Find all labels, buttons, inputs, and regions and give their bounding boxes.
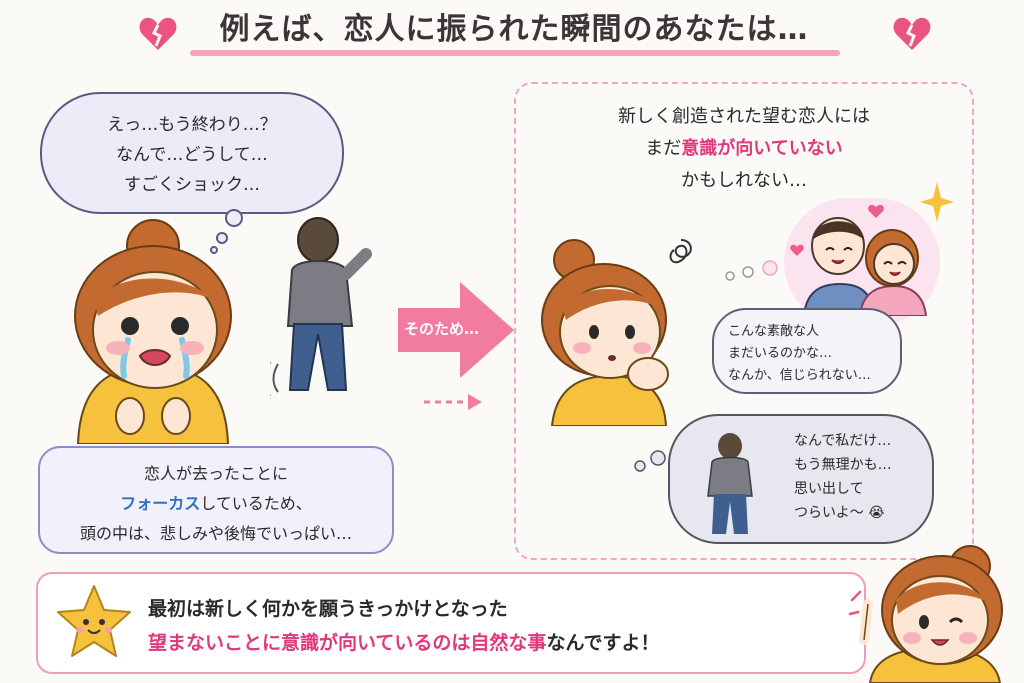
thought-dots xyxy=(725,260,778,281)
focus-line-3: 頭の中は、悲しみや後悔でいっぱい… xyxy=(79,524,352,543)
heart-icon xyxy=(868,204,884,218)
panel-head-line-2: まだ意識が向いていない xyxy=(516,134,972,160)
crying-girl-illustration xyxy=(74,219,232,444)
focus-line-2-rest: しているため、 xyxy=(200,494,312,513)
wonder-thought-bubble: こんな素敵な人 まだいるのかな… なんか、信じられない… xyxy=(712,308,902,394)
title-underline xyxy=(190,50,840,56)
wonder-line: こんな素敵な人 xyxy=(728,324,820,339)
conclusion-line-2-rest: なんですよ！ xyxy=(546,632,660,654)
thought-line: なんで…どうして… xyxy=(116,145,268,165)
happy-couple-illustration xyxy=(802,217,928,316)
dashed-arrow-icon xyxy=(424,394,482,410)
wonder-line: まだいるのかな… xyxy=(728,346,833,361)
lonely-line: 思い出して xyxy=(794,481,864,497)
panel-head-line-3: かもしれない… xyxy=(681,170,807,191)
winking-girl-illustration xyxy=(848,545,1003,683)
lonely-man-illustration xyxy=(707,433,753,534)
lonely-line: もう無理かも… xyxy=(794,457,892,473)
focus-line-1: 恋人が去ったことに xyxy=(143,464,288,483)
conclusion-line-2: 望まないことに意識が向いているのは自然な事なんですよ！ xyxy=(148,628,660,655)
sparkle-icon xyxy=(920,182,954,222)
panel-head-highlight: 意識が向いていない xyxy=(681,138,843,159)
right-scene-panel: 新しく創造された望む恋人には まだ意識が向いていない かもしれない… xyxy=(514,82,974,560)
page-title: 例えば、恋人に振られた瞬間のあなたは… xyxy=(219,12,809,47)
lonely-line: なんで私だけ… xyxy=(794,433,892,449)
broken-heart-icon-left xyxy=(139,17,177,50)
thought-dots xyxy=(634,450,666,472)
arrow-label: そのため… xyxy=(404,320,480,338)
focus-highlight: フォーカス xyxy=(120,494,201,513)
lonely-line-4: つらいよ〜 xyxy=(794,505,864,521)
focus-speech-box: 恋人が去ったことに フォーカスしているため、 頭の中は、悲しみや後悔でいっぱい… xyxy=(38,446,394,554)
conclusion-box: 最初は新しく何かを願うきっかけとなった 望まないことに意識が向いているのは自然な… xyxy=(36,572,866,674)
shock-thought-bubble: えっ…もう終わり…？ なんで…どうして… すごくショック… xyxy=(40,92,344,214)
thought-line: すごくショック… xyxy=(124,175,260,195)
walking-away-man-illustration xyxy=(270,217,372,396)
panel-head-line-1: 新しく創造された望む恋人には xyxy=(618,106,870,127)
thought-line: えっ…もう終わり…？ xyxy=(107,115,277,135)
conclusion-highlight: 望まないことに意識が向いているのは自然な事 xyxy=(148,632,547,654)
panel-head-pre: まだ xyxy=(645,138,682,159)
focus-line-2: フォーカスしているため、 xyxy=(40,490,392,514)
scribble-worry-icon xyxy=(669,239,692,264)
thought-dots xyxy=(210,209,243,254)
star-character-icon xyxy=(57,585,131,657)
conclusion-line-1: 最初は新しく何かを願うきっかけとなった xyxy=(148,598,508,620)
broken-heart-icon-right xyxy=(893,17,931,50)
lonely-line: つらいよ〜 😭 xyxy=(794,502,885,522)
wonder-line: なんか、信じられない… xyxy=(728,368,871,383)
heart-icon xyxy=(790,244,804,256)
arrow-right-icon xyxy=(398,282,514,378)
crying-face-icon: 😭 xyxy=(868,505,885,521)
pensive-girl-illustration xyxy=(541,239,669,426)
